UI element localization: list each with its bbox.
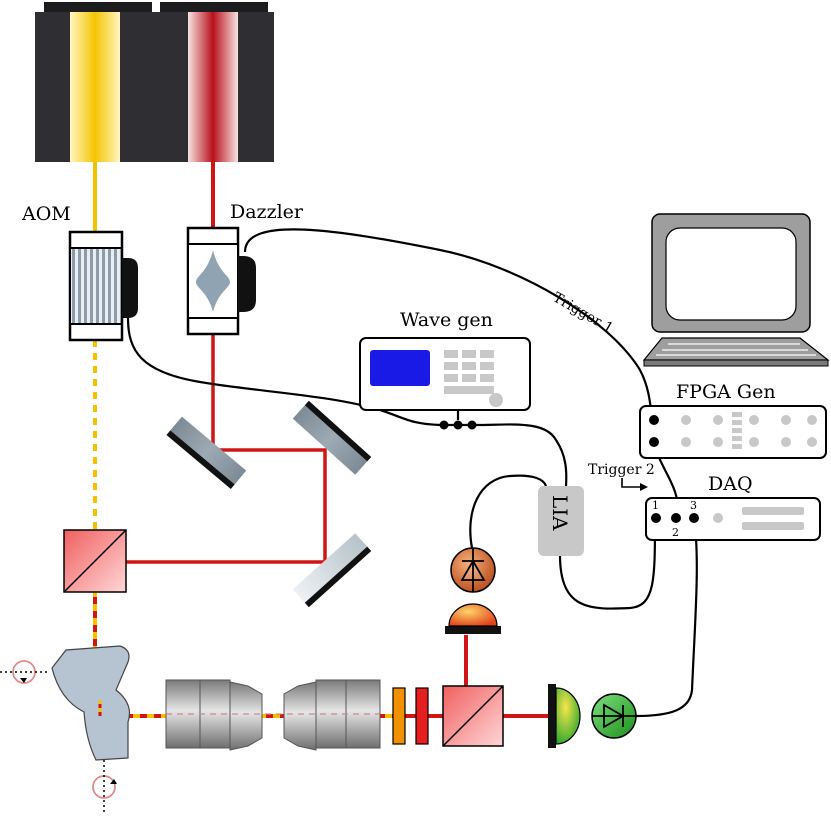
- lia-label: LIA: [548, 495, 572, 531]
- dazzler-icon: [186, 226, 256, 336]
- function-generator-icon: [359, 337, 531, 411]
- laser-source-icon: [35, 2, 274, 162]
- dazzler-label: Dazzler: [230, 201, 304, 223]
- filter-icon: [392, 687, 429, 745]
- daq-box: [645, 497, 821, 541]
- aom-icon: [68, 230, 138, 342]
- computer-monitor-icon: [651, 213, 811, 333]
- wave-gen-label: Wave gen: [400, 309, 493, 331]
- objective-lens-icon: [165, 679, 381, 751]
- fpga-gen-box: [639, 405, 827, 459]
- keyboard-icon: [642, 337, 830, 367]
- daq-port2-label: 2: [672, 526, 679, 539]
- mirror-icon: [166, 400, 372, 608]
- daq-label: DAQ: [708, 473, 753, 495]
- daq-port3-label: 3: [690, 499, 697, 512]
- daq-port1-label: 1: [652, 499, 659, 512]
- beam-splitter-icon: [63, 529, 504, 747]
- aom-label: AOM: [21, 203, 71, 225]
- rotation-stage-icon: [0, 645, 131, 812]
- trigger1-label: Trigger 1: [550, 290, 616, 337]
- fpga-gen-label: FPGA Gen: [676, 381, 776, 403]
- lia-box: [538, 486, 584, 556]
- photodiode-icon: [445, 547, 637, 748]
- trigger2-label: Trigger 2: [588, 462, 655, 478]
- trigger2-arrow: [621, 478, 648, 491]
